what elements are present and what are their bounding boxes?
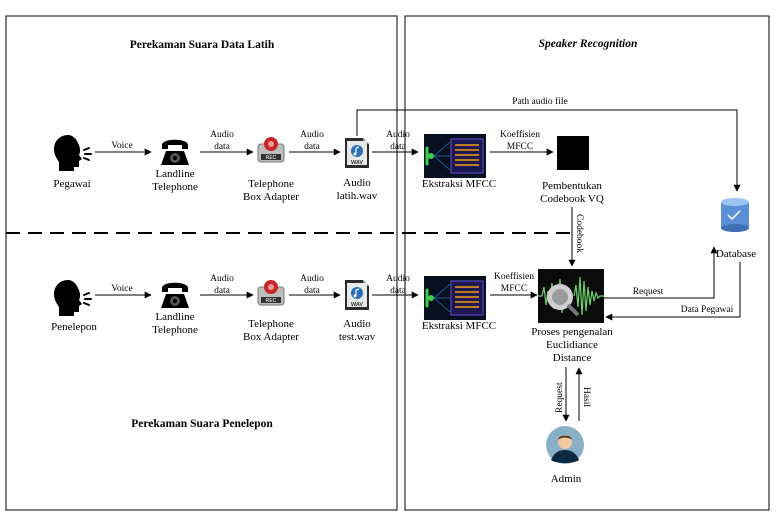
adapter-label-bottom-1: Telephone [248,318,294,330]
penelepon-head-icon [53,279,92,317]
landline-label-top-2: Telephone [152,181,198,193]
proses-label-2: Euclidiance [546,339,598,351]
landline-label-top-1: Landline [155,168,194,180]
proses-label-3: Distance [553,352,592,364]
audio-label-bottom-2b: data [304,286,321,296]
audio-test-label-1: Audio [343,318,371,330]
audio-latih-label-1: Audio [343,177,371,189]
hasil-label: Hasil [581,387,591,407]
audio-label-bottom-1b: data [214,286,231,296]
audio-test-label-2: test.wav [339,331,376,343]
codebook-edge-label: Codebook [574,214,584,253]
audio-label-bottom-2a: Audio [300,274,324,284]
request-label-admin: Request [555,382,565,413]
adapter-label-top-2: Box Adapter [243,191,299,203]
right-panel [404,15,770,511]
codebook-label-1: Pembentukan [542,180,602,192]
mfcc-label-top: MFCC [507,142,533,152]
database-label: Database [716,248,756,260]
audio-label-bottom-1a: Audio [210,274,234,284]
wav-badge-bottom: WAV [351,302,363,308]
path-audio-file-label: Path audio file [512,96,567,107]
codebook-vq-block [557,136,589,170]
audio-label-bottom-3a: Audio [386,274,410,284]
codebook-label-2: Codebook VQ [540,193,604,205]
audio-label-top-3a: Audio [386,130,410,140]
audio-latih-label-2: latih.wav [337,190,378,202]
data-pegawai-arrow [605,262,741,321]
pegawai-head-icon [53,134,92,172]
rec-badge-top: REC [266,155,277,161]
mfcc-icon-bottom [422,274,488,322]
penelepon-label: Penelepon [51,321,97,333]
audio-label-bottom-3b: data [390,286,407,296]
adapter-label-top-1: Telephone [248,178,294,190]
audio-label-top-3b: data [390,142,407,152]
left-top-title: Perekaman Suara Data Latih [130,39,275,51]
request-to-database-arrow [604,246,718,299]
mfcc-icon-top [422,132,488,180]
ekstraksi-label-bottom: Ekstraksi MFCC [422,320,496,332]
wav-badge-top: WAV [351,160,363,166]
speech-recognition-image [538,269,604,323]
proses-label-1: Proses pengenalan [531,326,613,338]
audio-label-top-2b: data [304,142,321,152]
rec-badge-bottom: REC [266,298,277,304]
left-bottom-title: Perekaman Suara Penelepon [131,418,273,430]
audio-label-top-2a: Audio [300,130,324,140]
telephone-icon-bottom [161,282,189,308]
database-icon [721,198,749,232]
voice-label-top: Voice [111,141,132,151]
landline-label-bottom-2: Telephone [152,324,198,336]
audio-label-top-1b: data [214,142,231,152]
admin-avatar-icon [546,426,584,464]
audio-label-top-1a: Audio [210,130,234,140]
data-pegawai-label: Data Pegawai [681,305,734,315]
left-panel [5,15,398,511]
adapter-label-bottom-2: Box Adapter [243,331,299,343]
admin-label: Admin [551,473,582,485]
mfcc-label-bottom: MFCC [501,284,527,294]
pegawai-label: Pegawai [53,178,90,190]
telephone-icon-top [161,139,189,165]
right-title: Speaker Recognition [539,38,638,50]
koeffisien-label-bottom: Koeffisien [494,271,534,282]
request-label-db: Request [633,287,664,297]
landline-label-bottom-1: Landline [155,311,194,323]
ekstraksi-label-top: Ekstraksi MFCC [422,178,496,190]
path-audio-file-arrow [356,109,741,192]
koeffisien-label-top: Koeffisien [500,129,540,140]
voice-label-bottom: Voice [111,284,132,294]
